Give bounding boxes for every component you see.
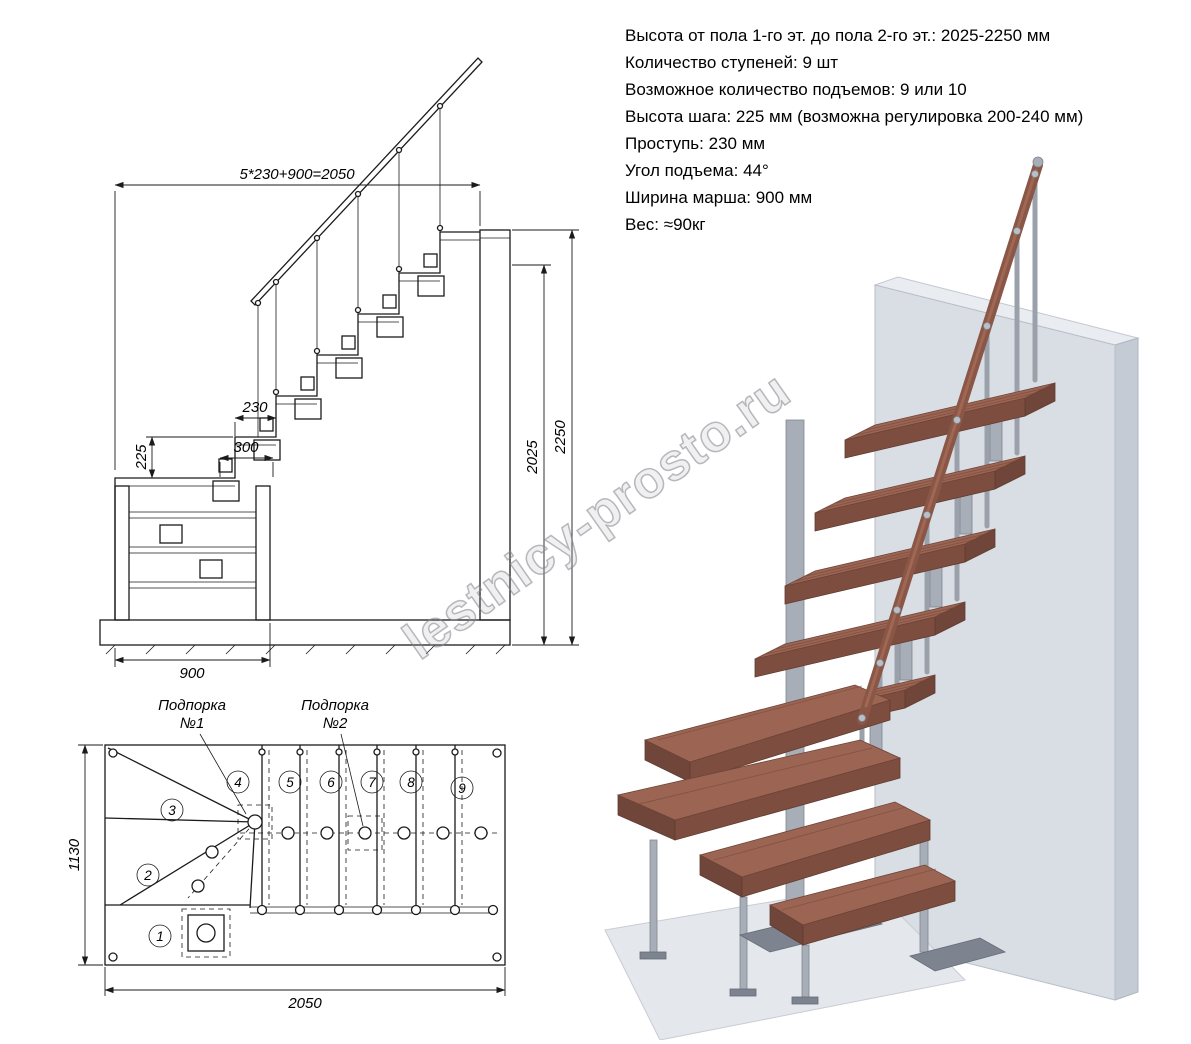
stair-3d-render bbox=[604, 156, 1140, 1040]
spec-line-weight: Вес: ≈90кг bbox=[625, 215, 706, 234]
handrail-end-cap bbox=[1032, 156, 1044, 168]
floor-bracket bbox=[181, 908, 231, 958]
dim-2050-label: 2050 bbox=[287, 995, 322, 1012]
dim-2250-label: 2250 bbox=[552, 420, 569, 455]
step-3-number: 3 bbox=[168, 803, 176, 818]
spec-line-rises: Возможное количество подъемов: 9 или 10 bbox=[625, 80, 967, 99]
dimension-300: 300 bbox=[219, 439, 274, 477]
baluster-positions bbox=[191, 814, 488, 893]
support-2-zone bbox=[347, 815, 383, 851]
tread-8 bbox=[814, 455, 1026, 532]
support-1-number: №1 bbox=[180, 715, 205, 732]
handrail-outline bbox=[250, 57, 483, 306]
dim-230-label: 230 bbox=[241, 399, 268, 416]
dimension-total-run: 5*230+900=2050 bbox=[114, 166, 481, 470]
specs-block: Высота от пола 1-го эт. до пола 2-го эт.… bbox=[625, 26, 1083, 242]
winder-tread-4 bbox=[643, 684, 892, 783]
dim-total-label: 5*230+900=2050 bbox=[239, 166, 355, 183]
dimension-900: 900 bbox=[114, 623, 271, 682]
handrail bbox=[857, 156, 1044, 725]
step-4-number: 4 bbox=[234, 775, 242, 790]
dimension-2050: 2050 bbox=[104, 967, 506, 1012]
tread-9 bbox=[844, 382, 1056, 459]
winder-tread-1 bbox=[768, 864, 957, 946]
support-2-label: Подпорка bbox=[301, 697, 369, 714]
dimension-225: 225 bbox=[133, 436, 233, 479]
plan-outline bbox=[104, 744, 506, 966]
step-outline bbox=[114, 231, 480, 620]
base-frame bbox=[114, 485, 271, 621]
dim-1130-label: 1130 bbox=[66, 838, 83, 871]
step-modules bbox=[212, 253, 445, 502]
step-5-number: 5 bbox=[286, 775, 294, 790]
winder-tread-2 bbox=[698, 801, 932, 898]
support-1-label: Подпорка bbox=[158, 697, 226, 714]
dimension-230: 230 bbox=[234, 399, 277, 436]
step-7-number: 7 bbox=[368, 775, 376, 790]
dimension-2250: 2250 bbox=[512, 229, 579, 646]
elevation-drawing: 5*230+900=2050 230 300 225 900 bbox=[99, 57, 579, 682]
rail-joints bbox=[858, 170, 1039, 722]
floor-bracket-3d bbox=[908, 937, 1007, 972]
tread-7 bbox=[784, 528, 996, 605]
spec-line-tread: Проступь: 230 мм bbox=[625, 134, 766, 153]
wall bbox=[873, 276, 1140, 1001]
balusters bbox=[257, 105, 441, 437]
dimension-2025: 2025 bbox=[512, 264, 551, 646]
stair-plan-view bbox=[104, 733, 506, 966]
winder-tread-3 bbox=[616, 739, 902, 841]
spec-line-rise-height: Высота шага: 225 мм (возможна регулировк… bbox=[625, 107, 1084, 126]
support-2-number: №2 bbox=[323, 715, 348, 732]
support-labels: Подпорка №1 Подпорка №2 bbox=[158, 697, 369, 732]
plan-drawing: 1 2 3 4 5 6 7 8 9 Подпорка №1 Подпорка №… bbox=[66, 697, 506, 1012]
spec-line-step-count: Количество ступеней: 9 шт bbox=[625, 53, 839, 72]
step-6-number: 6 bbox=[327, 775, 335, 790]
step-8-number: 8 bbox=[407, 775, 415, 790]
stair-side-view bbox=[99, 57, 511, 655]
step-1-number: 1 bbox=[156, 929, 164, 944]
step-numbers: 1 2 3 4 5 6 7 8 9 bbox=[136, 770, 474, 948]
spec-line-angle: Угол подъема: 44° bbox=[625, 161, 769, 180]
dim-300-label: 300 bbox=[233, 439, 259, 456]
dim-900-label: 900 bbox=[179, 665, 205, 682]
support-1-zone bbox=[237, 804, 273, 840]
floor-base bbox=[99, 619, 511, 646]
railing-side-view bbox=[250, 57, 483, 437]
dimension-1130: 1130 bbox=[66, 744, 103, 966]
spec-line-height: Высота от пола 1-го эт. до пола 2-го эт.… bbox=[625, 26, 1051, 45]
step-9-number: 9 bbox=[458, 781, 466, 796]
spec-line-width: Ширина марша: 900 мм bbox=[625, 188, 813, 207]
step-2-number: 2 bbox=[143, 868, 152, 883]
dim-225-label: 225 bbox=[133, 444, 150, 471]
wall-column bbox=[479, 229, 511, 621]
dim-2025-label: 2025 bbox=[524, 440, 541, 475]
